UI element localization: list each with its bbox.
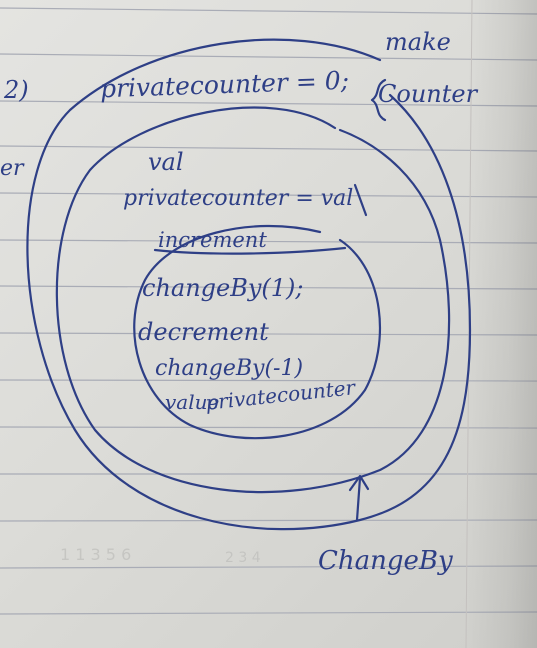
heading-number: 2): [4, 76, 29, 104]
pointer-arrow-shaft: [355, 476, 362, 522]
method-increment: increment: [158, 228, 267, 252]
method-decrement: decrement: [138, 318, 269, 346]
counter-brace: [370, 78, 387, 122]
decrement-body: changeBy(-1): [155, 356, 304, 381]
increment-underline: [153, 246, 347, 255]
assignment-statement: privatecounter = val: [123, 186, 354, 211]
svg-text:1 1 3 5 6: 1 1 3 5 6: [60, 545, 131, 564]
pointer-label: ChangeBy: [318, 546, 453, 576]
middle-scope-circle: [55, 106, 451, 494]
page-shadow: [467, 0, 537, 648]
counter-label: Counter: [378, 80, 478, 108]
param-label: val: [148, 148, 184, 176]
margin-fragment: er: [0, 156, 24, 181]
strike-mark: [353, 183, 368, 217]
pointer-arrow-head: [348, 474, 370, 492]
inner-scope-circle: [133, 224, 381, 440]
make-label: make: [385, 28, 451, 56]
bleed-through: 1 1 3 5 6 2 3 4: [60, 545, 261, 566]
method-value: value: [165, 390, 220, 414]
increment-body: changeBy(1);: [142, 274, 304, 302]
outer-scope-circle: [26, 38, 472, 531]
svg-text:2 3 4: 2 3 4: [225, 550, 261, 566]
